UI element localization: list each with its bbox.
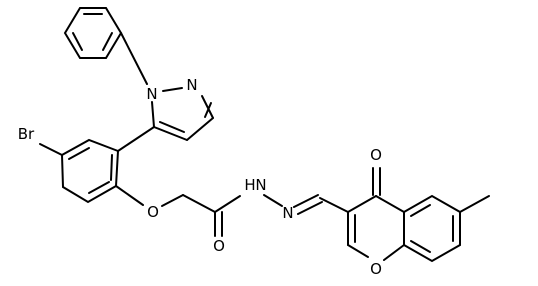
bond [263,194,283,207]
bond [459,195,490,213]
bond [383,244,405,261]
atom-label-n-phenyl: N [146,85,157,103]
bond [115,185,144,206]
bond [120,32,148,85]
bond [293,194,319,208]
atom-label-n-pyrazole: N [186,76,197,94]
atom-label-o-pyran: O [370,260,382,278]
atom-label-br: Br [18,125,35,143]
bond [102,32,113,51]
atom-label-o-amide: O [213,237,225,255]
bond [153,126,188,141]
bond [214,195,241,213]
bond [117,126,155,152]
bond [403,194,461,263]
bond [410,240,431,253]
bond [68,147,90,160]
bond [186,117,214,141]
atom-label-o-ether: O [147,203,159,221]
bond [204,102,212,118]
bond [63,7,123,59]
bond [182,194,216,213]
atom-label-o-ketone: O [370,146,382,164]
bond [347,195,377,213]
bond [161,194,184,207]
bond [159,121,185,133]
bond [319,197,349,213]
atom-labels: Br N N O O N H N O O [18,76,382,278]
bond [410,204,431,217]
bond [110,154,113,181]
bond [151,101,155,128]
atom-label-nh-n: N [255,176,266,194]
bond [201,95,214,119]
atom-label-n-imine: N [282,204,293,222]
bond [72,32,83,51]
bond [39,143,63,156]
atom-label-nh-h: H [244,176,255,194]
bonds [39,7,490,263]
bond [88,181,110,194]
bond [347,244,369,258]
bond [162,87,183,92]
bond [297,201,323,215]
bond [375,195,405,213]
